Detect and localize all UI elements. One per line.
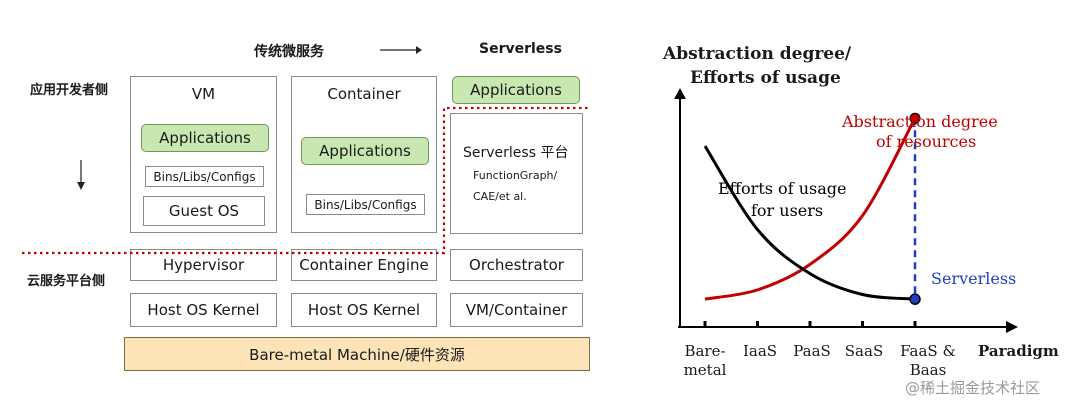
container-bins-libs-configs: Bins/Libs/Configs	[306, 194, 425, 215]
chart-plot	[674, 88, 1018, 333]
series-point-abstraction-degree	[909, 112, 921, 124]
series-line-efforts-of-usage	[703, 145, 916, 301]
series-label-efforts-line1: Efforts of usage	[718, 179, 847, 198]
bare-metal-machine: Bare-metal Machine/硬件资源	[124, 337, 590, 371]
serverless-applications: Applications	[452, 76, 580, 104]
series-label-efforts-line2: for users	[751, 201, 824, 220]
serverless-marker-label: Serverless	[931, 269, 1017, 288]
responsibility-divider	[22, 106, 590, 255]
container-host-os-kernel: Host OS Kernel	[291, 293, 437, 327]
tick-label-bare-metal-line1: Bare-	[684, 342, 726, 360]
tick-label-saas: SaaS	[844, 342, 884, 360]
serverless-platform-box: Serverless 平台 FunctionGraph/ CAE/et al.	[450, 113, 583, 234]
arrow-right-icon	[380, 46, 422, 54]
series-label-abstraction-line2: of resources	[876, 132, 977, 151]
watermark: @稀土掘金技术社区	[905, 379, 1041, 397]
tick-label-faas-baas: FaaS & Baas	[898, 342, 958, 380]
tick-label-paas: PaaS	[793, 342, 831, 360]
vm-guest-os: Guest OS	[143, 196, 265, 226]
container-title: Container	[327, 85, 401, 103]
chart-y-title-line2: Efforts of usage	[690, 68, 841, 88]
arrow-down-icon	[77, 160, 85, 190]
serverless-platform-line1: FunctionGraph/	[473, 169, 558, 182]
vm-applications: Applications	[141, 124, 269, 152]
side-label-developer: 应用开发者侧	[30, 83, 109, 98]
tick-label-faas-line2: Baas	[909, 361, 947, 379]
tick-label-iaas: IaaS	[742, 342, 778, 360]
y-axis-arrow-icon	[674, 88, 686, 99]
container-engine-layer: Container Engine	[291, 249, 437, 281]
chart-y-title-line1: Abstraction degree/	[663, 44, 852, 64]
serverless-platform-title: Serverless 平台	[463, 145, 569, 161]
vm-bins-libs-configs: Bins/Libs/Configs	[145, 166, 264, 187]
tick-label-bare-metal: Bare- metal	[681, 342, 729, 380]
vm-container-layer: VM/Container	[450, 293, 583, 327]
tick-label-bare-metal-line2: metal	[683, 361, 727, 379]
hypervisor-layer: Hypervisor	[130, 249, 277, 281]
header-traditional-microservices: 传统微服务	[254, 44, 324, 60]
series-point-efforts-of-usage	[909, 293, 921, 305]
vm-title: VM	[191, 85, 216, 103]
x-axis-label: Paradigm	[978, 342, 1059, 360]
vm-host-os-kernel: Host OS Kernel	[130, 293, 277, 327]
header-serverless: Serverless	[479, 41, 562, 57]
container-applications: Applications	[301, 137, 429, 165]
tick-label-faas-line1: FaaS &	[900, 342, 956, 360]
orchestrator-layer: Orchestrator	[450, 249, 583, 281]
side-label-cloud-platform: 云服务平台侧	[27, 274, 106, 289]
x-axis-arrow-icon	[1006, 321, 1018, 333]
series-line-abstraction-degree	[704, 117, 917, 301]
series-label-abstraction-line1: Abstraction degree	[842, 112, 998, 131]
serverless-platform-line2: CAE/et al.	[473, 190, 527, 203]
